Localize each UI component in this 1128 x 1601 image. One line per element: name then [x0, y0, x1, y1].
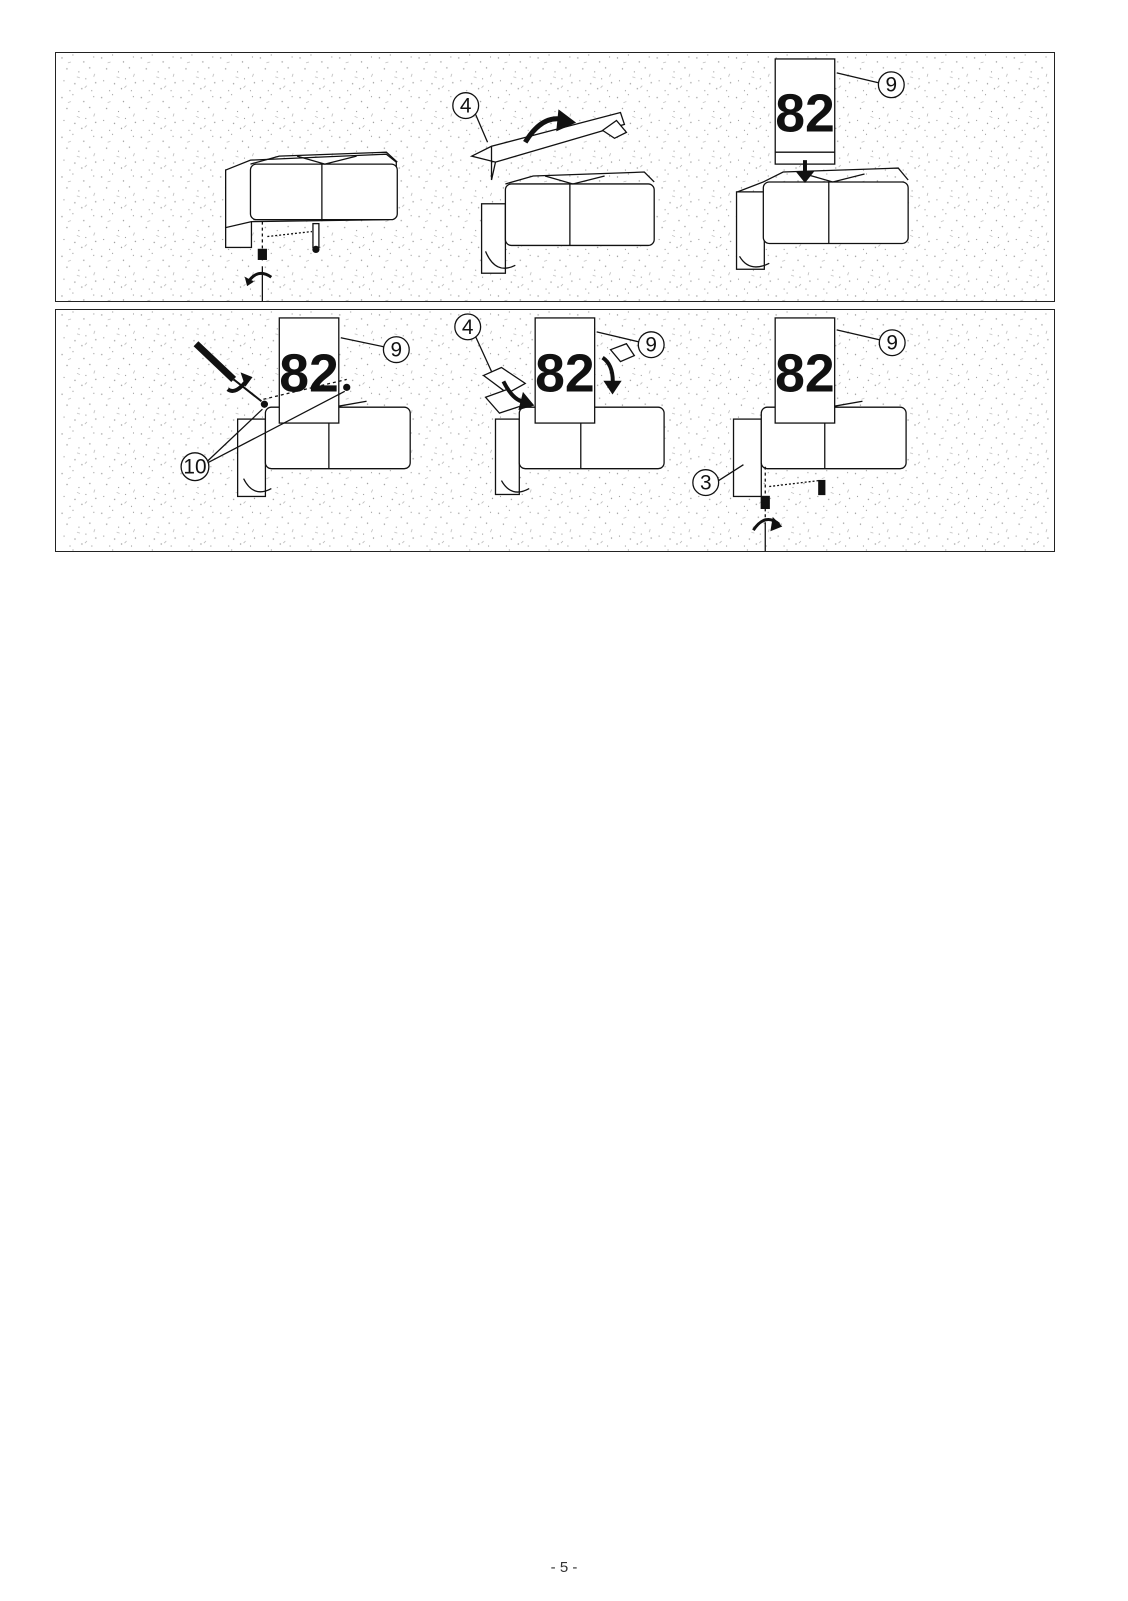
panel-bottom-illustration: 82 9 10: [56, 310, 1054, 551]
page-number: - 5 -: [0, 1559, 1128, 1576]
callout-sign: 9: [391, 339, 403, 362]
callout-sign: 9: [886, 332, 898, 355]
instruction-panel-top: 4 82 9: [55, 52, 1055, 302]
sign-number: 82: [279, 344, 339, 403]
sign-number: 82: [535, 344, 595, 403]
callout-cover: 4: [460, 95, 472, 118]
panel-top-illustration: 4 82 9: [56, 53, 1054, 301]
sign-number: 82: [775, 84, 835, 143]
callout-screws: 10: [183, 456, 206, 479]
callout-sign: 9: [885, 74, 897, 97]
instruction-panel-bottom: 82 9 10: [55, 309, 1055, 552]
callout-cover: 4: [462, 316, 474, 339]
callout-base: 3: [700, 472, 712, 495]
sign-number: 82: [775, 344, 835, 403]
callout-sign: 9: [645, 334, 657, 357]
